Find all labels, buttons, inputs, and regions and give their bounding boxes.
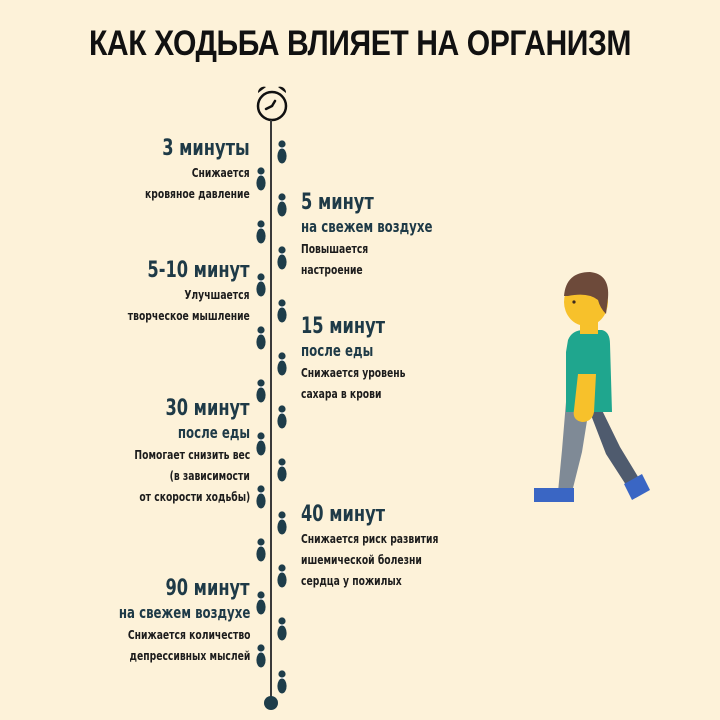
entry-effect: творческое мышление (127, 308, 250, 323)
entry-time: 3 минуты (162, 136, 250, 161)
entry-effect: Снижается уровень (301, 365, 406, 380)
footprint-icon (277, 299, 287, 323)
footprint-icon (256, 537, 266, 561)
entry-context: после еды (177, 423, 250, 442)
footprint-icon (256, 325, 266, 349)
entry-time: 90 минут (165, 576, 250, 601)
footprint-icon (277, 670, 287, 694)
footprint-icon (277, 352, 287, 376)
entry-effect: сердца у пожилых (301, 573, 402, 588)
footprint-icon (277, 193, 287, 217)
entry-time: 40 минут (301, 502, 386, 527)
entry-time: 5-10 минут (147, 258, 250, 283)
footprint-icon (277, 458, 287, 482)
footprint-icon (277, 246, 287, 270)
timeline-end-dot-icon (264, 696, 278, 710)
alarm-clock-icon (256, 86, 288, 122)
footprint-icon (277, 405, 287, 429)
entry-effect: от скорости ходьбы) (139, 489, 250, 504)
footprint-icon (256, 219, 266, 243)
footprint-icon (256, 643, 266, 667)
walking-person-icon (534, 272, 650, 502)
timeline-entry-5-min: 5 минут на свежем воздухе Повышается нас… (301, 190, 461, 280)
entry-effect: Улучшается (184, 287, 250, 302)
timeline-entry-90-min: 90 минут на свежем воздухе Снижается кол… (90, 576, 250, 666)
footprint-icon (256, 484, 266, 508)
timeline-entry-15-min: 15 минут после еды Снижается уровень сах… (301, 314, 428, 404)
entry-time: 5 минут (301, 190, 374, 215)
entry-effect: (в зависимости (169, 468, 250, 483)
footprint-icon (277, 617, 287, 641)
footprint-icon (256, 272, 266, 296)
entry-effect: Снижается риск развития (301, 531, 439, 546)
entry-effect: сахара в крови (301, 386, 382, 401)
entry-context: на свежем воздухе (301, 217, 433, 236)
entry-effect: кровяное давление (145, 186, 250, 201)
timeline-entry-40-min: 40 минут Снижается риск развития ишемиче… (301, 502, 469, 591)
timeline-entry-5-10-min: 5-10 минут Улучшается творческое мышлени… (101, 258, 250, 326)
entry-time: 30 минут (165, 396, 250, 421)
entry-effect: настроение (301, 262, 363, 277)
footprint-icon (277, 140, 287, 164)
footprint-icon (256, 378, 266, 402)
entry-effect: Повышается (301, 241, 369, 256)
timeline-entry-3-min: 3 минуты Снижается кровяное давление (122, 136, 250, 204)
page-title: КАК ХОДЬБА ВЛИЯЕТ НА ОРГАНИЗМ (88, 24, 632, 63)
footprint-icon (256, 590, 266, 614)
entry-context: после еды (301, 341, 374, 360)
footprint-icon (277, 511, 287, 535)
entry-context: на свежем воздухе (118, 603, 250, 622)
entry-effect: депрессивных мыслей (129, 648, 250, 663)
entry-effect: Снижается количество (127, 627, 250, 642)
footprint-icon (256, 166, 266, 190)
timeline-line (270, 120, 272, 702)
footprint-icon (277, 564, 287, 588)
footprint-icon (256, 431, 266, 455)
timeline-entry-30-min: 30 минут после еды Помогает снизить вес … (109, 396, 250, 507)
entry-effect: ишемической болезни (301, 552, 422, 567)
entry-effect: Помогает снизить вес (134, 447, 250, 462)
entry-effect: Снижается (192, 165, 250, 180)
entry-time: 15 минут (301, 314, 386, 339)
